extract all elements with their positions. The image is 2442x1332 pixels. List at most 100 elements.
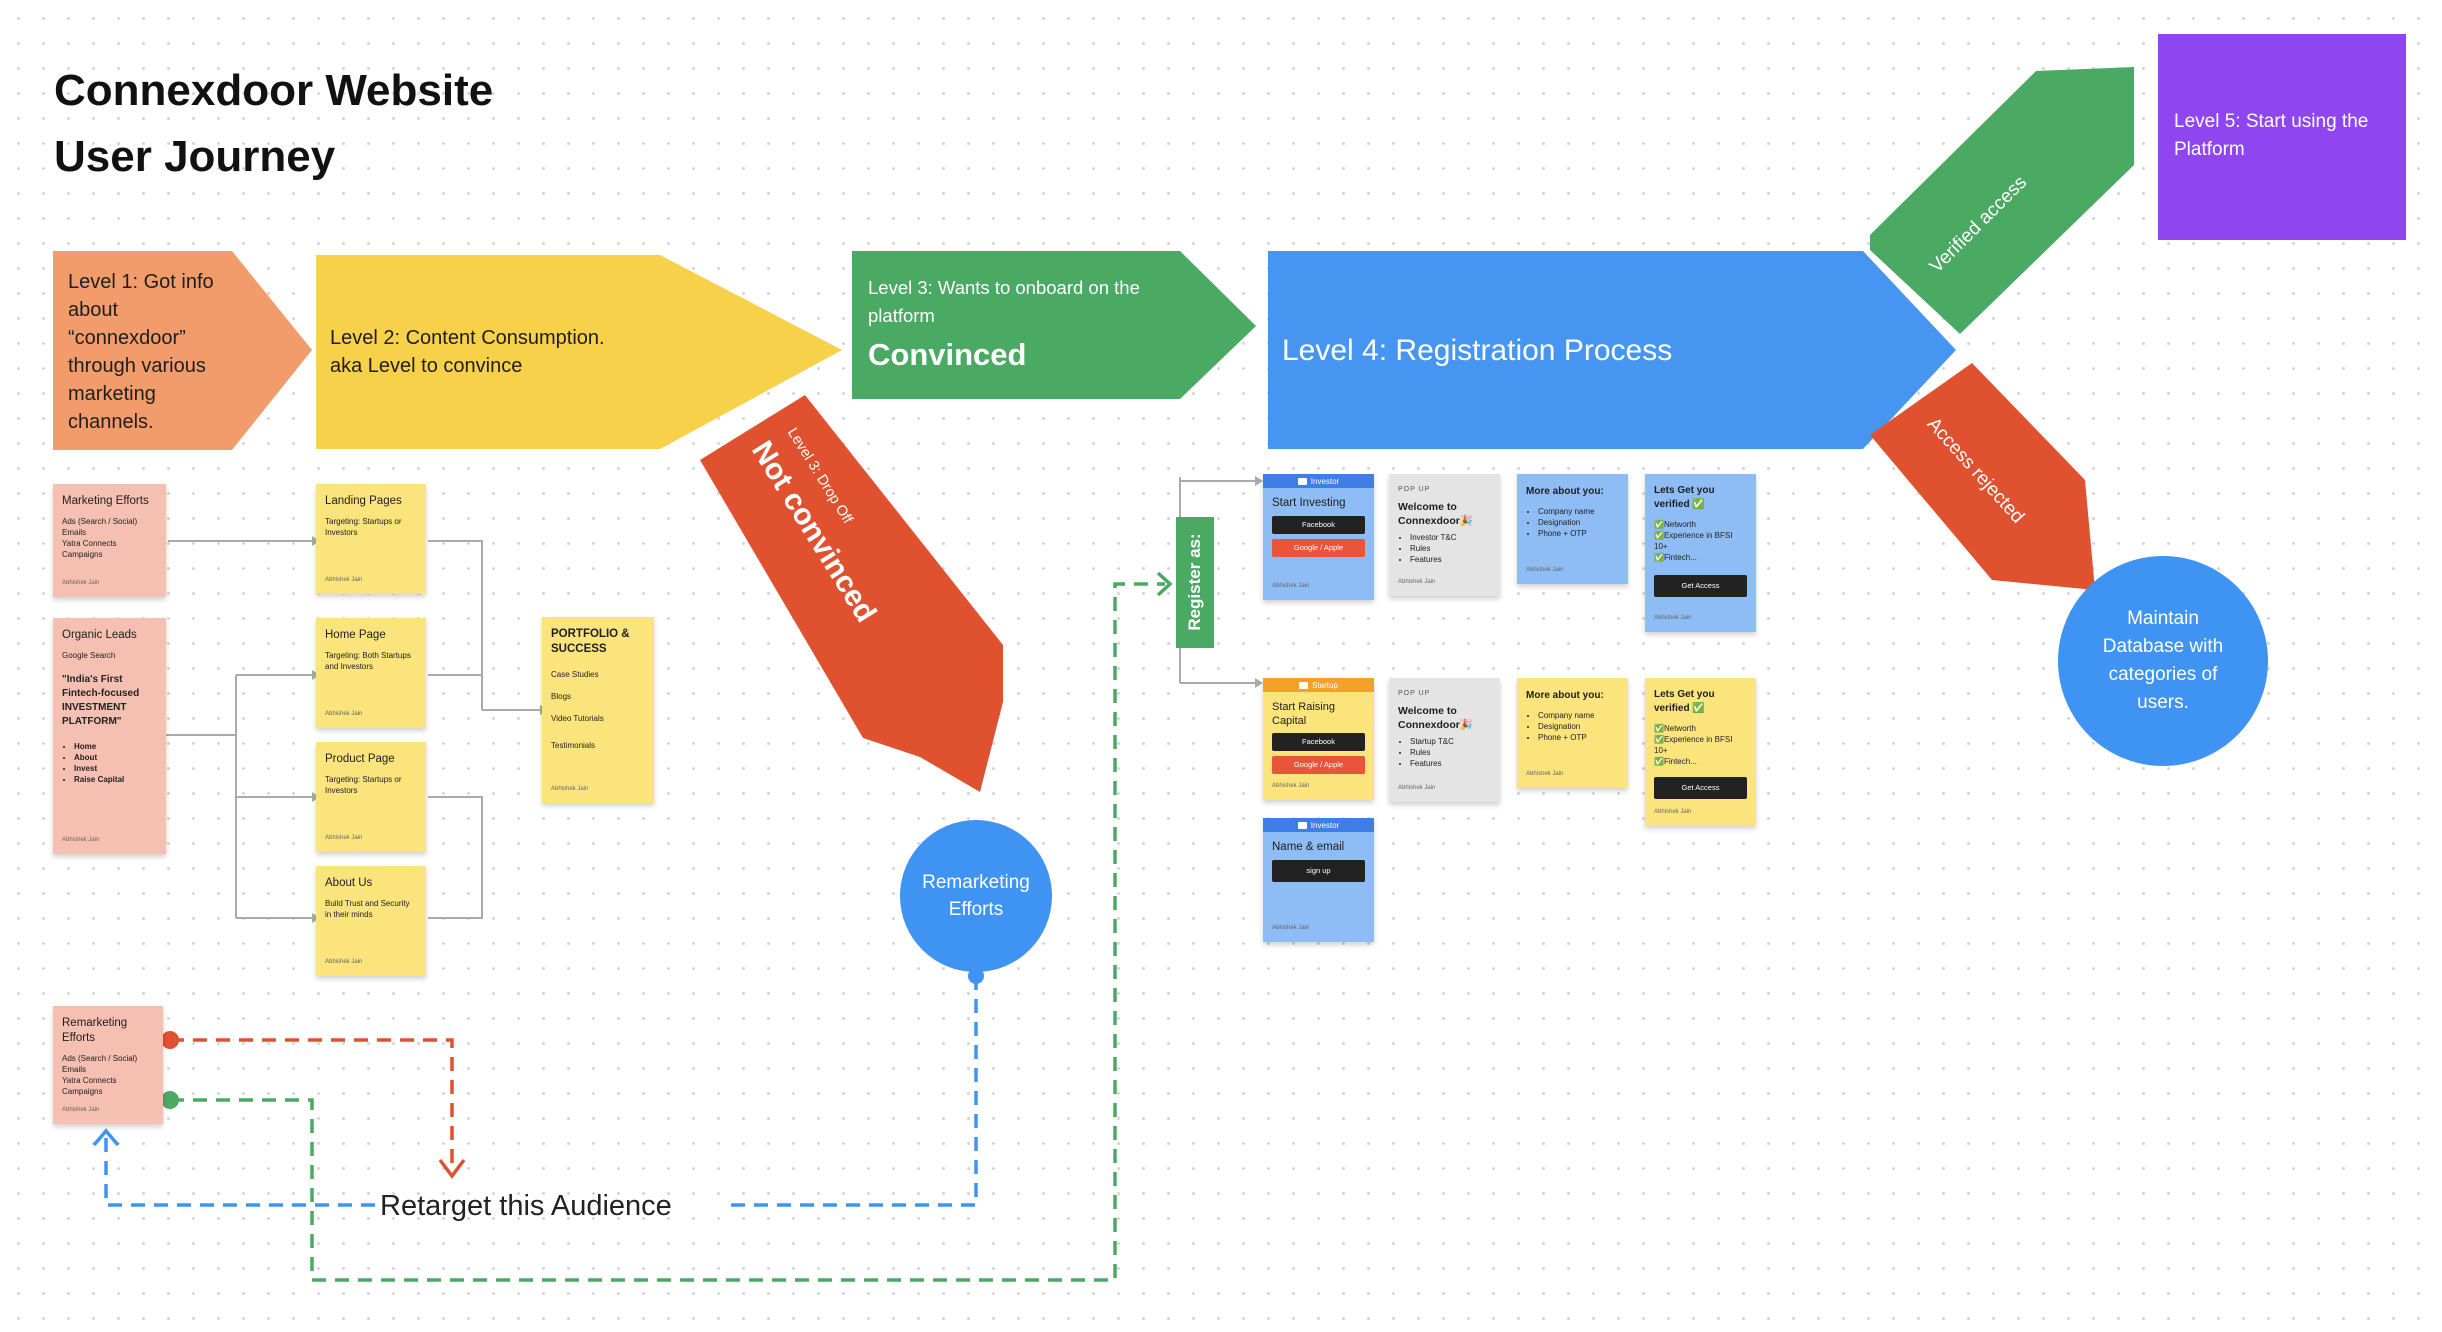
investor-signup-card[interactable]: Investor Name & email sign up Abhishek J… (1263, 818, 1374, 942)
remarketing-efforts-sticky[interactable]: Remarketing Efforts Ads (Search / Social… (53, 1006, 163, 1124)
startup-bar-label: Startup (1312, 680, 1338, 690)
list-item: Company name (1538, 506, 1619, 517)
startup-bar: Startup (1263, 678, 1374, 692)
sticky-author: Abhishek Jain (551, 786, 589, 792)
remarketing-line-3: Yatra Connects (62, 1076, 117, 1085)
verify-item: ✅Experience in BFSI 10+ (1654, 531, 1733, 551)
level-1-label: Level 1: Got info about “connexdoor” thr… (68, 271, 214, 433)
remarketing-line-2: Emails (62, 1065, 87, 1074)
organic-title: Organic Leads (62, 629, 137, 641)
list-item: Features (1410, 758, 1491, 769)
portfolio-title: PORTFOLIO & SUCCESS (551, 628, 630, 655)
product-title: Product Page (325, 753, 395, 765)
google-apple-button[interactable]: Google / Apple (1272, 539, 1365, 557)
home-title: Home Page (325, 629, 386, 641)
sticky-author: Abhishek Jain (1654, 809, 1692, 815)
remarketing-circle-label: Remarketing Efforts (922, 872, 1030, 920)
sticky-author: Abhishek Jain (1654, 615, 1692, 621)
level-3-big: Convinced (868, 337, 1027, 372)
level-2-shape (316, 255, 842, 449)
startup-about-title: More about you: (1526, 690, 1604, 701)
database-circle-label: Maintain Database with categories of use… (2102, 608, 2224, 713)
verify-item: ✅Networth (1654, 724, 1696, 733)
sticky-author: Abhishek Jain (1272, 925, 1310, 931)
sticky-author: Abhishek Jain (62, 837, 100, 843)
marketing-line-2: Emails (62, 528, 87, 537)
investor-verify-card[interactable]: Lets Get you verified ✅ ✅Networth ✅Exper… (1645, 474, 1756, 632)
verify-item: ✅Fintech... (1654, 757, 1697, 766)
list-item: Phone + OTP (1538, 732, 1619, 743)
portfolio-sticky[interactable]: PORTFOLIO & SUCCESS Case Studies Blogs V… (542, 617, 654, 803)
startup-about-card[interactable]: More about you: Company name Designation… (1517, 678, 1628, 788)
startup-verify-card[interactable]: Lets Get you verified ✅ ✅Networth ✅Exper… (1645, 678, 1756, 826)
landing-body: Targeting: Startups or Investors (325, 517, 402, 537)
sticky-author: Abhishek Jain (1398, 785, 1436, 791)
marketing-line-1: Ads (Search / Social) (62, 517, 138, 526)
level-3-label: Level 3: Wants to onboard on the platfor… (868, 274, 1198, 378)
list-item: Home (74, 741, 157, 752)
portfolio-item: Case Studies (551, 670, 599, 679)
list-item: Rules (1410, 543, 1491, 554)
facebook-button[interactable]: Facebook (1272, 516, 1365, 534)
home-body: Targeting: Both Startups and Investors (325, 651, 411, 671)
signup-title: Name & email (1272, 841, 1345, 853)
list-item: Investor T&C (1410, 532, 1491, 543)
remarketing-line-4: Campaigns (62, 1087, 103, 1096)
investor-bar-label: Investor (1310, 820, 1340, 830)
organic-sub: Google Search (62, 651, 116, 660)
startup-about-list: Company name Designation Phone + OTP (1526, 710, 1619, 743)
sticky-author: Abhishek Jain (62, 1107, 100, 1113)
retarget-label: Retarget this Audience (380, 1190, 672, 1222)
level-1-shape (53, 251, 312, 450)
get-access-button[interactable]: Get Access (1654, 575, 1747, 597)
diagram-title: Connexdoor Website User Journey (54, 58, 493, 190)
verify-item: ✅Experience in BFSI 10+ (1654, 735, 1733, 755)
investor-popup-card[interactable]: POP UP Welcome to Connexdoor🎉 Investor T… (1389, 474, 1500, 596)
about-us-sticky[interactable]: About Us Build Trust and Security in the… (316, 866, 426, 976)
list-item: Designation (1538, 721, 1619, 732)
google-apple-button[interactable]: Google / Apple (1272, 756, 1365, 774)
landing-pages-sticky[interactable]: Landing Pages Targeting: Startups or Inv… (316, 484, 426, 594)
investor-bar: Investor (1263, 474, 1374, 488)
facebook-button[interactable]: Facebook (1272, 733, 1365, 751)
sticky-author: Abhishek Jain (1526, 771, 1564, 777)
sign-up-button[interactable]: sign up (1272, 860, 1365, 882)
investor-about-title: More about you: (1526, 486, 1604, 497)
investor-popup-title: Welcome to Connexdoor🎉 (1398, 501, 1473, 527)
remarketing-circle: Remarketing Efforts (900, 820, 1052, 972)
list-item: Raise Capital (74, 774, 157, 785)
organic-leads-sticky[interactable]: Organic Leads Google Search "India's Fir… (53, 618, 166, 854)
home-page-sticky[interactable]: Home Page Targeting: Both Startups and I… (316, 618, 426, 728)
investor-about-card[interactable]: More about you: Company name Designation… (1517, 474, 1628, 584)
marketing-efforts-sticky[interactable]: Marketing Efforts Ads (Search / Social) … (53, 484, 166, 597)
list-item: Rules (1410, 747, 1491, 758)
sticky-author: Abhishek Jain (1398, 579, 1436, 585)
sticky-author: Abhishek Jain (325, 577, 363, 583)
investor-bar-label: Investor (1310, 476, 1340, 486)
level-5-shape (2158, 34, 2406, 240)
level-4-shape (1268, 251, 1956, 449)
level-2-line-1: Level 2: Content Consumption. (330, 327, 605, 349)
sticky-author: Abhishek Jain (1272, 783, 1310, 789)
title-line-2: User Journey (54, 132, 336, 181)
level-2-line-2: aka Level to convince (330, 355, 523, 377)
list-item: Features (1410, 554, 1491, 565)
list-item: Company name (1538, 710, 1619, 721)
startup-popup-card[interactable]: POP UP Welcome to Connexdoor🎉 Startup T&… (1389, 678, 1500, 802)
startup-start-card[interactable]: Startup Start Raising Capital Facebook G… (1263, 678, 1374, 800)
sticky-author: Abhishek Jain (1526, 567, 1564, 573)
sticky-author: Abhishek Jain (325, 711, 363, 717)
rejected-shape (1870, 363, 2095, 590)
organic-quote: "India's First Fintech-focused INVESTMEN… (62, 674, 140, 727)
investor-verify-title: Lets Get you verified ✅ (1654, 485, 1715, 510)
investor-start-card[interactable]: Investor Start Investing Facebook Google… (1263, 474, 1374, 600)
register-as-label: Register as: (1185, 533, 1204, 631)
product-page-sticky[interactable]: Product Page Targeting: Startups or Inve… (316, 742, 426, 852)
window-icon (1297, 477, 1307, 485)
get-access-button[interactable]: Get Access (1654, 777, 1747, 799)
startup-verify-title: Lets Get you verified ✅ (1654, 689, 1715, 714)
popup-kicker: POP UP (1398, 486, 1431, 493)
portfolio-item: Video Tutorials (551, 714, 604, 723)
startup-start-title: Start Raising Capital (1272, 701, 1335, 727)
